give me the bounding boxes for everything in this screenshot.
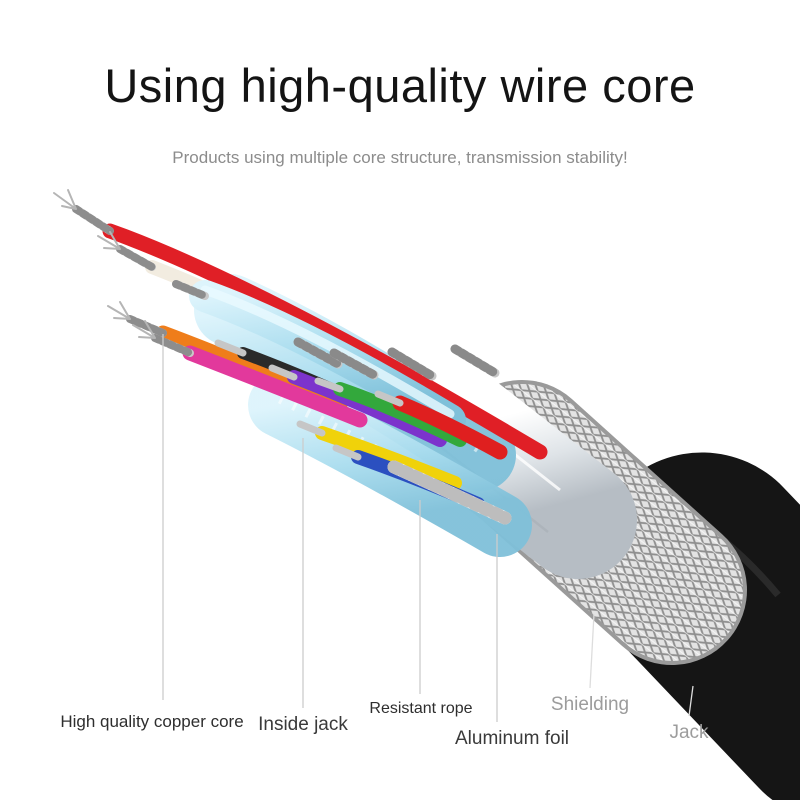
page-title: Using high-quality wire core xyxy=(104,59,696,112)
page-subtitle: Products using multiple core structure, … xyxy=(172,148,628,167)
callout-lines xyxy=(162,334,694,722)
label-copper-core: High quality copper core xyxy=(60,712,244,731)
copper-core-tips xyxy=(53,189,404,461)
resistant-rope-graphic xyxy=(387,460,512,525)
label-shielding: Shielding xyxy=(550,694,630,715)
twisted-pair-tips xyxy=(293,337,500,381)
label-inside-jack: Inside jack xyxy=(258,714,348,735)
label-jack: Jack xyxy=(669,722,709,743)
label-aluminum-foil: Aluminum foil xyxy=(454,728,570,749)
wire-cores xyxy=(102,223,548,525)
label-resistant-rope: Resistant rope xyxy=(369,700,473,717)
